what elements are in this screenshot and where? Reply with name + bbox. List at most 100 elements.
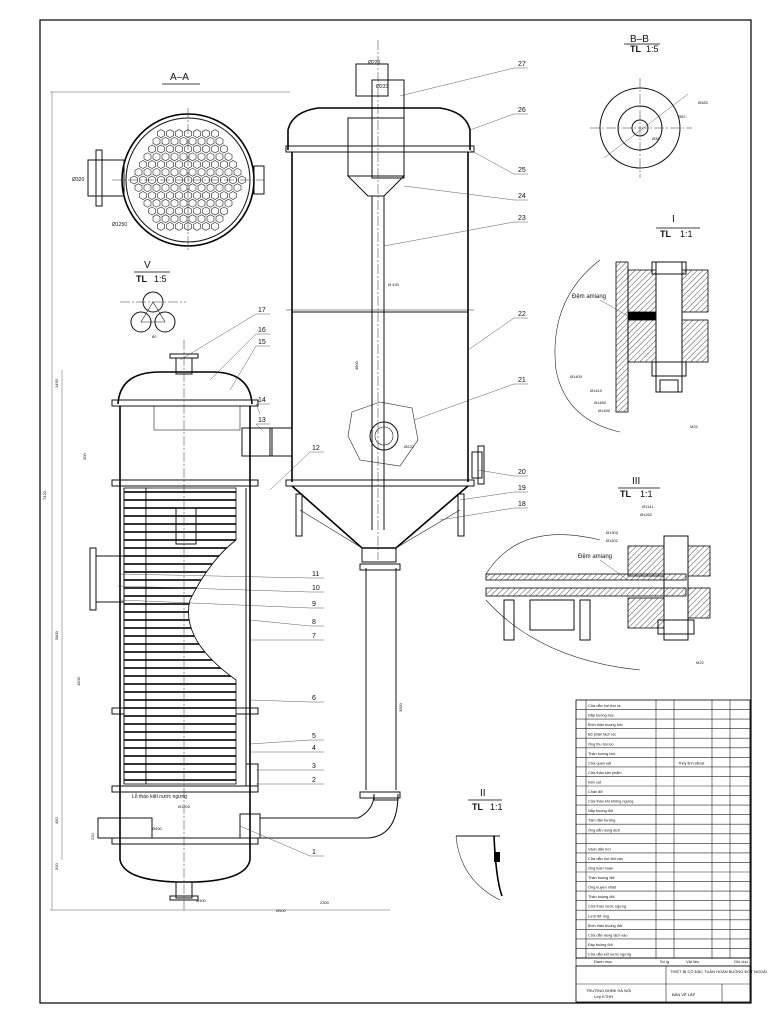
- tube-hex: [193, 160, 201, 169]
- callout-leader: [119, 599, 311, 609]
- section-aa-view: A–A Ø320 Ø1250: [72, 72, 265, 252]
- dim-sight: Ø222: [404, 444, 415, 449]
- tube-hex: [193, 222, 201, 231]
- callout-leader: [469, 149, 515, 175]
- dim-i-bolt: M22: [690, 424, 699, 429]
- tube-hex: [166, 160, 174, 169]
- tube-hex: [197, 214, 206, 224]
- header-material: Vật liệu: [686, 959, 699, 964]
- tube-hex: [220, 175, 228, 185]
- detail-iii-scale-tl: TL: [620, 489, 631, 499]
- tube-hex: [148, 144, 156, 154]
- gasket-iii-label: Đệm amiang: [578, 554, 612, 560]
- callout-leader: [209, 333, 257, 381]
- tube-hex: [175, 206, 183, 216]
- detail-i-label: I: [672, 214, 675, 225]
- tube-hex: [184, 160, 192, 169]
- detail-i-scale: 1:1: [680, 229, 693, 239]
- tube-hex: [229, 175, 237, 185]
- dim-i4: Ø1490: [598, 408, 611, 413]
- dim-i1: Ø1400: [570, 374, 583, 379]
- tube-hex: [202, 160, 210, 169]
- table-row-name: Cửa tháo khí không ngưng: [588, 800, 633, 804]
- tube-hex: [175, 160, 183, 169]
- tube-hex: [175, 129, 183, 138]
- dim-top-outlet: Ø220: [368, 60, 380, 66]
- tube-hex: [170, 214, 179, 224]
- dim-h4: 450: [54, 817, 59, 824]
- tube-hex: [188, 152, 197, 162]
- tube-hex: [139, 175, 147, 185]
- position-number: 5: [312, 733, 316, 740]
- tube-hex: [202, 144, 210, 154]
- table-row-name: Thân buồng đốt: [588, 895, 616, 899]
- tube-hex: [157, 206, 165, 216]
- tube-hex: [161, 167, 170, 177]
- tube-hex: [229, 160, 237, 169]
- tube-hex: [184, 206, 192, 216]
- dim-h2: 4800: [354, 360, 359, 370]
- dim-bottom-outlet: Ø300: [196, 898, 207, 903]
- table-row-name: Chân đỡ: [588, 790, 603, 794]
- tube-hex: [166, 144, 174, 154]
- position-number: 24: [518, 193, 526, 200]
- detail-i-scale-tl: TL: [660, 229, 671, 239]
- tube-hex: [166, 222, 174, 231]
- dim-sep-diameter: Ø 430: [388, 282, 400, 287]
- callout-leader: [469, 113, 515, 131]
- dim-v: 80: [152, 334, 157, 339]
- position-number: 8: [312, 619, 316, 626]
- position-number: 22: [518, 311, 526, 318]
- header-qty: Số lg: [660, 959, 669, 964]
- tube-hex: [184, 175, 192, 185]
- dim-w-lower: 2300: [320, 900, 330, 905]
- tube-hex: [215, 183, 224, 193]
- section-bb-label: B–B: [630, 34, 649, 45]
- tube-hex: [202, 206, 210, 216]
- table-row-name: Bích thân buồng đốt: [588, 924, 623, 928]
- tube-hex: [224, 152, 233, 162]
- tube-hex: [206, 152, 215, 162]
- callout-leader: [467, 317, 515, 351]
- drain-note: Lỗ tháo kiệt nước ngưng: [132, 793, 187, 800]
- overall-dimensions: 7420 5800 1450 1600 450 500 300 220 4800…: [42, 91, 390, 911]
- dim-sep-height: 3000: [398, 702, 403, 712]
- tube-hex: [179, 214, 188, 224]
- detail-ii-label: II: [480, 788, 486, 799]
- tube-hex: [193, 175, 201, 185]
- tube-hex: [206, 214, 215, 224]
- tube-hex: [233, 183, 242, 193]
- callout-leader: [477, 469, 515, 477]
- tube-hex: [211, 129, 219, 138]
- dim-h6: 300: [82, 453, 87, 460]
- table-row-name: Nắp buồng đốt: [588, 808, 614, 813]
- tube-hex: [157, 175, 165, 185]
- tube-hex: [215, 198, 224, 208]
- tube-hex: [134, 167, 143, 177]
- dim-iii4: Ø1401: [606, 538, 619, 543]
- tube-hex: [193, 206, 201, 216]
- tube-hex: [206, 198, 215, 208]
- tube-hex: [215, 152, 224, 162]
- callout-leader: [413, 383, 515, 421]
- position-number: 14: [258, 397, 266, 404]
- dim-total-height: 7420: [42, 490, 47, 500]
- tube-hex: [152, 152, 161, 162]
- tube-hex: [202, 175, 210, 185]
- tube-hex: [130, 175, 138, 185]
- tube-hex: [211, 206, 219, 216]
- tube-hex: [166, 175, 174, 185]
- detail-iii-scale: 1:1: [640, 489, 653, 499]
- tube-hex: [188, 198, 197, 208]
- tube-hex: [206, 183, 215, 193]
- tube-hex: [202, 191, 210, 200]
- position-number: 20: [518, 469, 526, 476]
- gasket-i-label: Đệm amiang: [572, 294, 606, 300]
- position-number: 1: [312, 849, 316, 856]
- detail-iii-view: III TL 1:1 Đệm amiang Ø1141 Ø1262 Ø1303 …: [485, 476, 711, 671]
- table-row-name: Bích thân buồng bốc: [588, 723, 623, 727]
- position-number: 27: [518, 61, 526, 68]
- detail-ii-view: II TL 1:1: [455, 788, 503, 901]
- tube-hex: [184, 144, 192, 154]
